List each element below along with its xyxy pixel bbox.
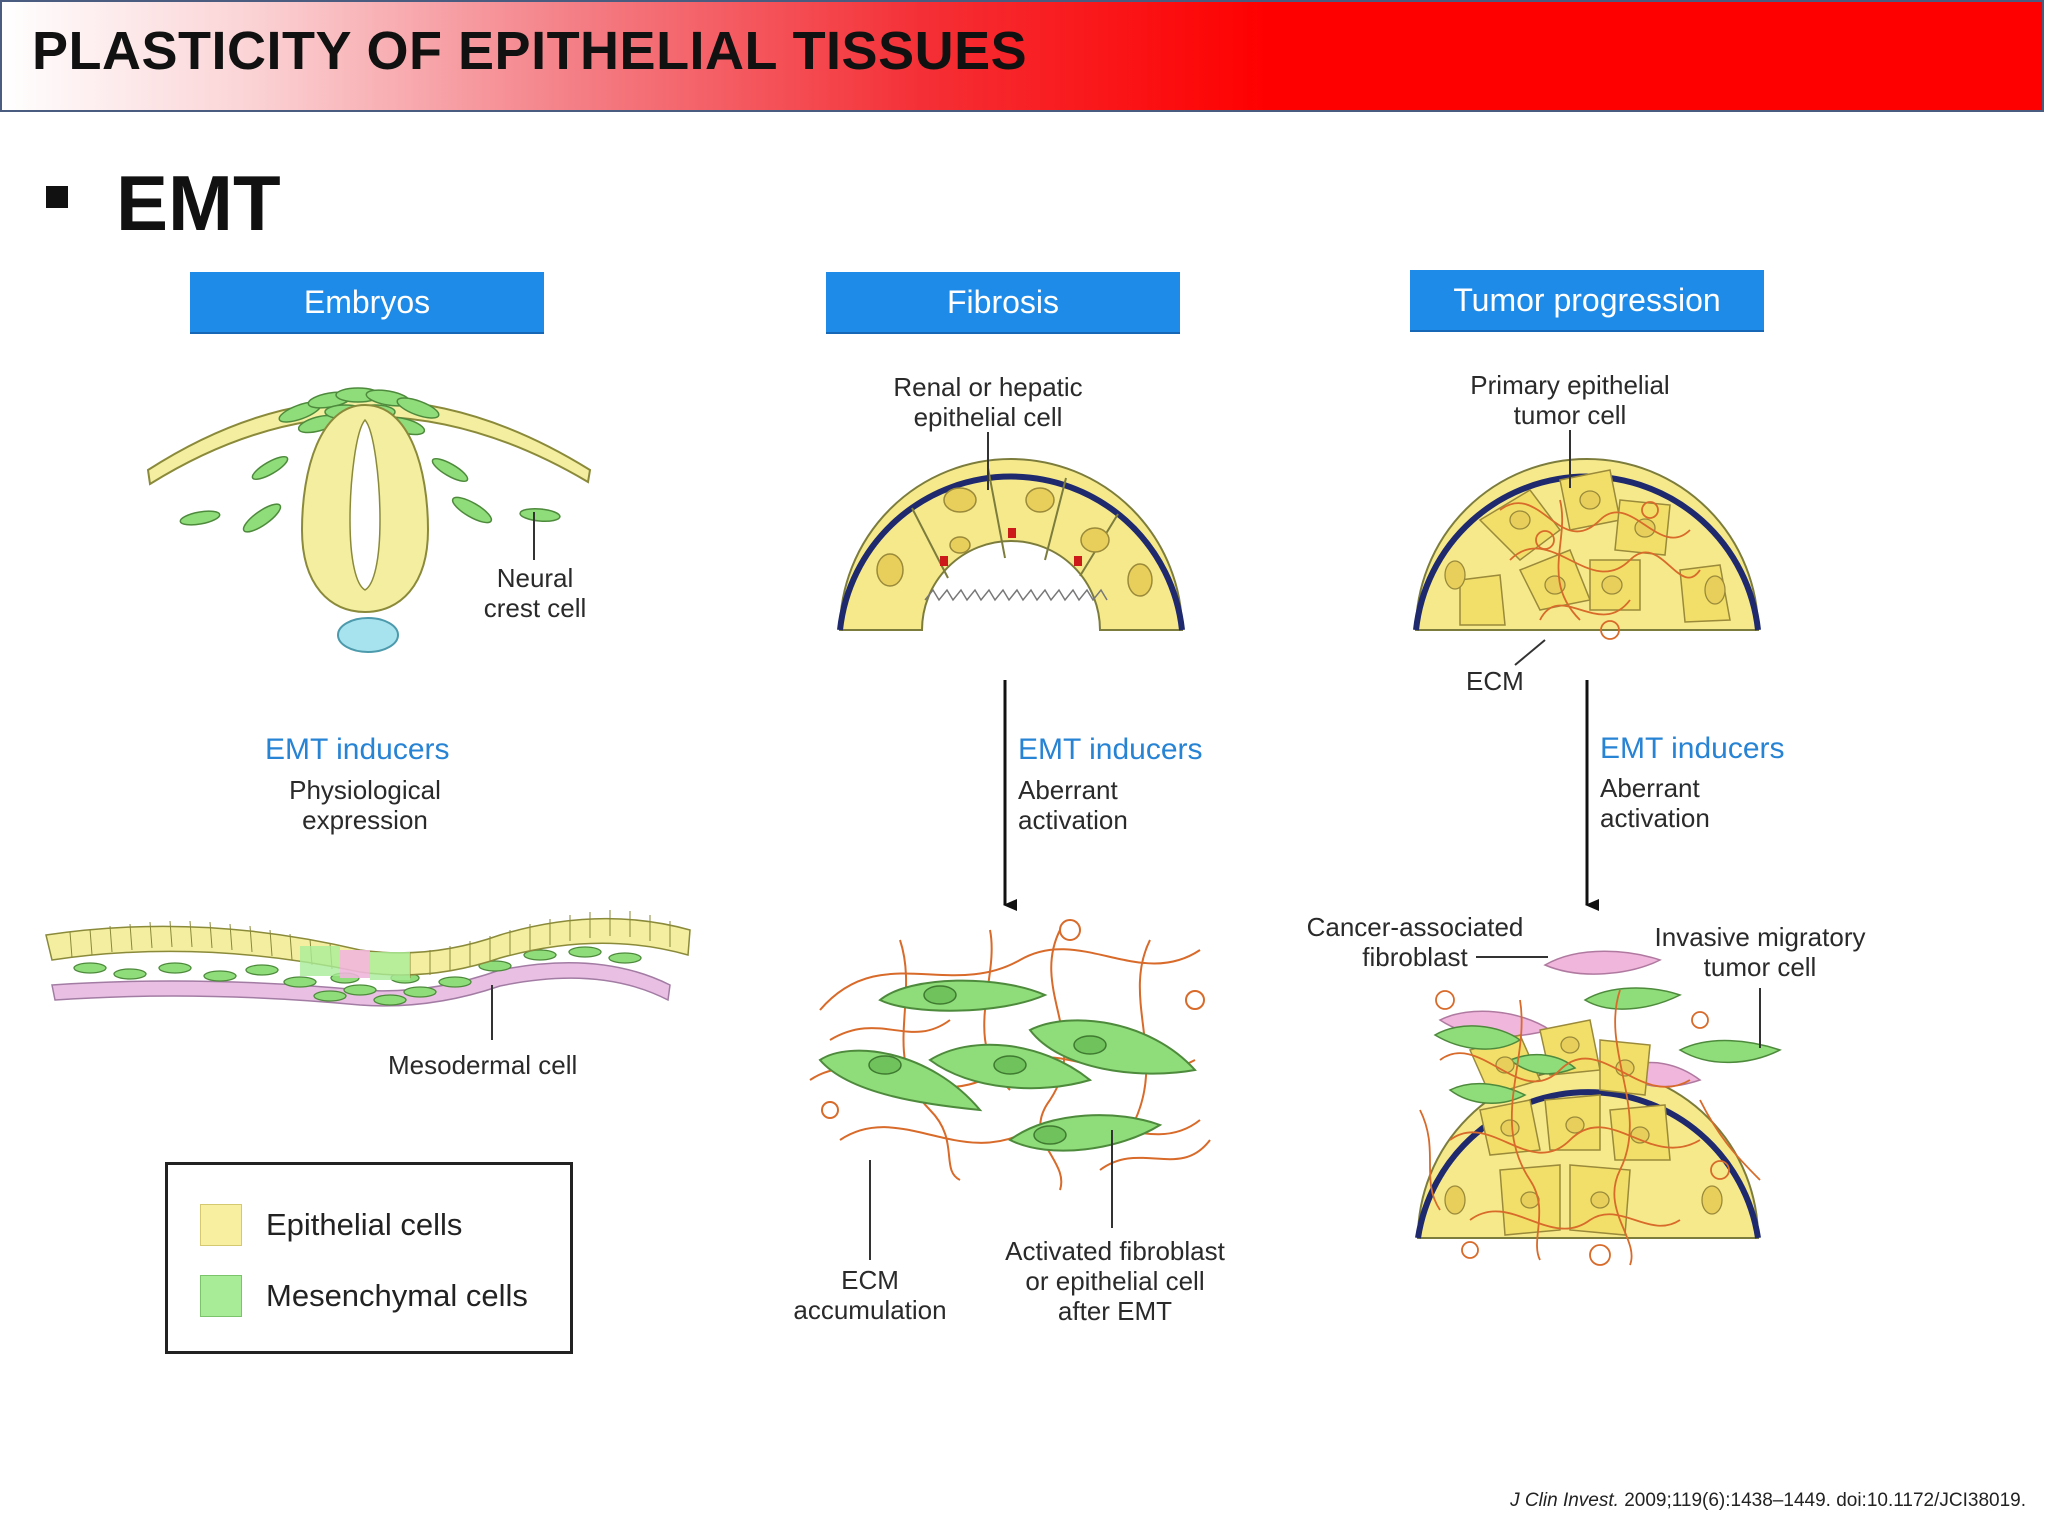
label-renal-hepatic-line2: epithelial cell xyxy=(913,402,1063,432)
label-invasive-line1: Invasive migratory xyxy=(1654,922,1866,952)
fibrosis-inducers-line2: activation xyxy=(1018,805,1128,835)
label-mesodermal-cell: Mesodermal cell xyxy=(388,1050,578,1080)
label-activated-fibroblast-line3: after EMT xyxy=(1057,1296,1173,1326)
label-renal-hepatic-cell: Renal or hepatic epithelial cell xyxy=(868,372,1108,432)
label-ecm-accumulation: ECM accumulation xyxy=(775,1265,965,1325)
embryos-inducers-line2: expression xyxy=(302,805,428,835)
label-activated-fibroblast: Activated fibroblast or epithelial cell … xyxy=(990,1236,1240,1326)
tumor-inducers-line1: Aberrant xyxy=(1600,773,1700,803)
fibrosis-epithelium-illustration xyxy=(837,432,1185,631)
bullet-square xyxy=(46,186,68,208)
label-caf-line2: fibroblast xyxy=(1362,942,1468,972)
label-neural-crest-line1: Neural xyxy=(496,563,574,593)
label-primary-tumor-line1: Primary epithelial xyxy=(1470,370,1670,400)
label-activated-fibroblast-line2: or epithelial cell xyxy=(1025,1266,1205,1296)
activated-fibroblast-cells xyxy=(818,979,1197,1152)
bullet-heading: EMT xyxy=(116,159,281,247)
label-ecm-accumulation-line2: accumulation xyxy=(793,1295,947,1325)
legend-box: Epithelial cells Mesenchymal cells xyxy=(165,1162,573,1354)
invasive-migratory-cells xyxy=(1433,987,1782,1104)
label-invasive-line2: tumor cell xyxy=(1703,952,1817,982)
tumor-inducers-line2: activation xyxy=(1600,803,1710,833)
legend-swatch-epithelial xyxy=(200,1204,242,1246)
tumor-inducers-title: EMT inducers xyxy=(1600,732,1785,765)
fibrosis-fibroblasts-illustration xyxy=(809,919,1211,1260)
fibrosis-inducers-line1: Aberrant xyxy=(1018,775,1118,805)
label-primary-tumor-cell: Primary epithelial tumor cell xyxy=(1445,370,1695,430)
mesodermal-cells-cluster xyxy=(73,946,642,1006)
label-ecm-accumulation-line1: ECM xyxy=(841,1265,899,1295)
tumor-inducers-desc: Aberrant activation xyxy=(1600,773,1710,833)
legend-label-epithelial: Epithelial cells xyxy=(266,1207,463,1242)
label-primary-tumor-line2: tumor cell xyxy=(1513,400,1627,430)
citation-journal: J Clin Invest. xyxy=(1510,1490,1619,1511)
embryos-inducers-title: EMT inducers xyxy=(265,733,450,766)
tumor-invasive-illustration xyxy=(1415,950,1782,1266)
legend-label-mesenchymal: Mesenchymal cells xyxy=(266,1278,528,1313)
notochord xyxy=(337,617,399,653)
title-bar: PLASTICITY OF EPITHELIAL TISSUES xyxy=(0,0,2044,112)
neural-crest-cells-cluster xyxy=(179,387,561,533)
embryo-gastrulation-illustration xyxy=(45,910,691,1040)
citation-details: 2009;119(6):1438–1449. doi:10.1172/JCI38… xyxy=(1618,1490,2026,1511)
header-fibrosis: Fibrosis xyxy=(826,272,1180,332)
embryos-inducers-desc: Physiological expression xyxy=(265,775,465,835)
label-invasive-tumor-cell: Invasive migratory tumor cell xyxy=(1640,922,1880,982)
slide-title: PLASTICITY OF EPITHELIAL TISSUES xyxy=(32,21,1028,81)
fibrosis-inducers-desc: Aberrant activation xyxy=(1018,775,1128,835)
label-neural-crest: Neural crest cell xyxy=(470,563,600,623)
header-embryos: Embryos xyxy=(190,272,544,332)
label-renal-hepatic-line1: Renal or hepatic xyxy=(893,372,1083,402)
label-neural-crest-line2: crest cell xyxy=(483,593,587,623)
header-tumor-progression: Tumor progression xyxy=(1410,270,1764,330)
label-activated-fibroblast-line1: Activated fibroblast xyxy=(1005,1236,1225,1266)
fibrosis-inducers-title: EMT inducers xyxy=(1018,733,1203,766)
label-caf-line1: Cancer-associated xyxy=(1306,912,1524,942)
embryo-neural-tube-illustration xyxy=(146,387,592,653)
legend-swatch-mesenchymal xyxy=(200,1275,242,1317)
label-tumor-ecm: ECM xyxy=(1466,666,1524,696)
tumor-ecm-fibers xyxy=(1499,499,1701,640)
embryos-inducers-line1: Physiological xyxy=(289,775,441,805)
tumor-primary-illustration xyxy=(1413,430,1761,666)
label-cancer-associated-fibroblast: Cancer-associated fibroblast xyxy=(1295,912,1535,972)
citation: J Clin Invest. 2009;119(6):1438–1449. do… xyxy=(1510,1490,2026,1512)
